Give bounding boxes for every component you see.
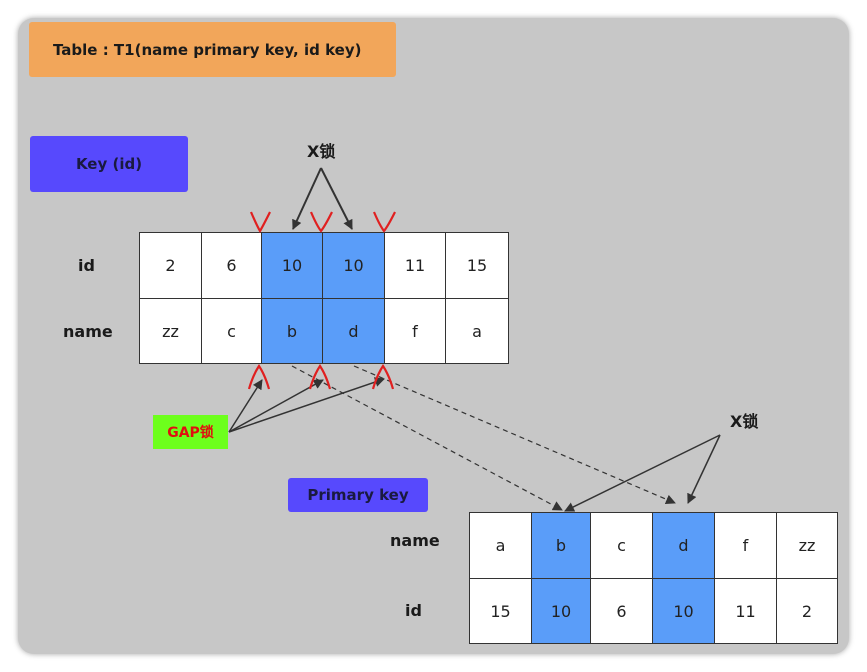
secondary-index-cell: zz <box>139 298 202 364</box>
lookup-dashed-arrows <box>291 365 676 511</box>
secondary-row-label-id: id <box>78 256 95 275</box>
primary-index-cell: f <box>714 512 777 579</box>
secondary-row-label-name: name <box>63 322 113 341</box>
x-lock-right-label: X锁 <box>730 412 759 431</box>
table-title: Table : T1(name primary key, id key) <box>29 22 396 77</box>
secondary-index-cell: f <box>384 298 446 364</box>
gap-markers-bottom <box>247 364 395 390</box>
secondary-index-cell: a <box>445 298 509 364</box>
primary-row-label-id: id <box>405 601 422 620</box>
primary-index-cell: c <box>590 512 653 579</box>
gap-lock-arrows <box>228 377 385 433</box>
x-lock-top-label: X锁 <box>307 142 336 161</box>
gap-lock-label: GAP锁 <box>153 415 228 449</box>
secondary-index-cell: 15 <box>445 232 509 299</box>
primary-index-cell: 10 <box>531 578 591 644</box>
secondary-key-label: Key (id) <box>30 136 188 192</box>
secondary-index-cell: 2 <box>139 232 202 299</box>
primary-index-cell: 11 <box>714 578 777 644</box>
primary-index-cell: 6 <box>590 578 653 644</box>
primary-index-cell: zz <box>776 512 838 579</box>
secondary-index-cell: 6 <box>201 232 262 299</box>
primary-index-cell: 10 <box>652 578 715 644</box>
secondary-index-cell: 11 <box>384 232 446 299</box>
primary-index-cell: 2 <box>776 578 838 644</box>
primary-row-label-name: name <box>390 531 440 550</box>
x-lock-right-arrows <box>564 434 721 512</box>
x-lock-top-arrows <box>292 167 353 230</box>
gap-markers-top <box>249 211 396 234</box>
primary-index-cell: 15 <box>469 578 532 644</box>
secondary-index-cell: d <box>322 298 385 364</box>
primary-key-label: Primary key <box>288 478 428 512</box>
